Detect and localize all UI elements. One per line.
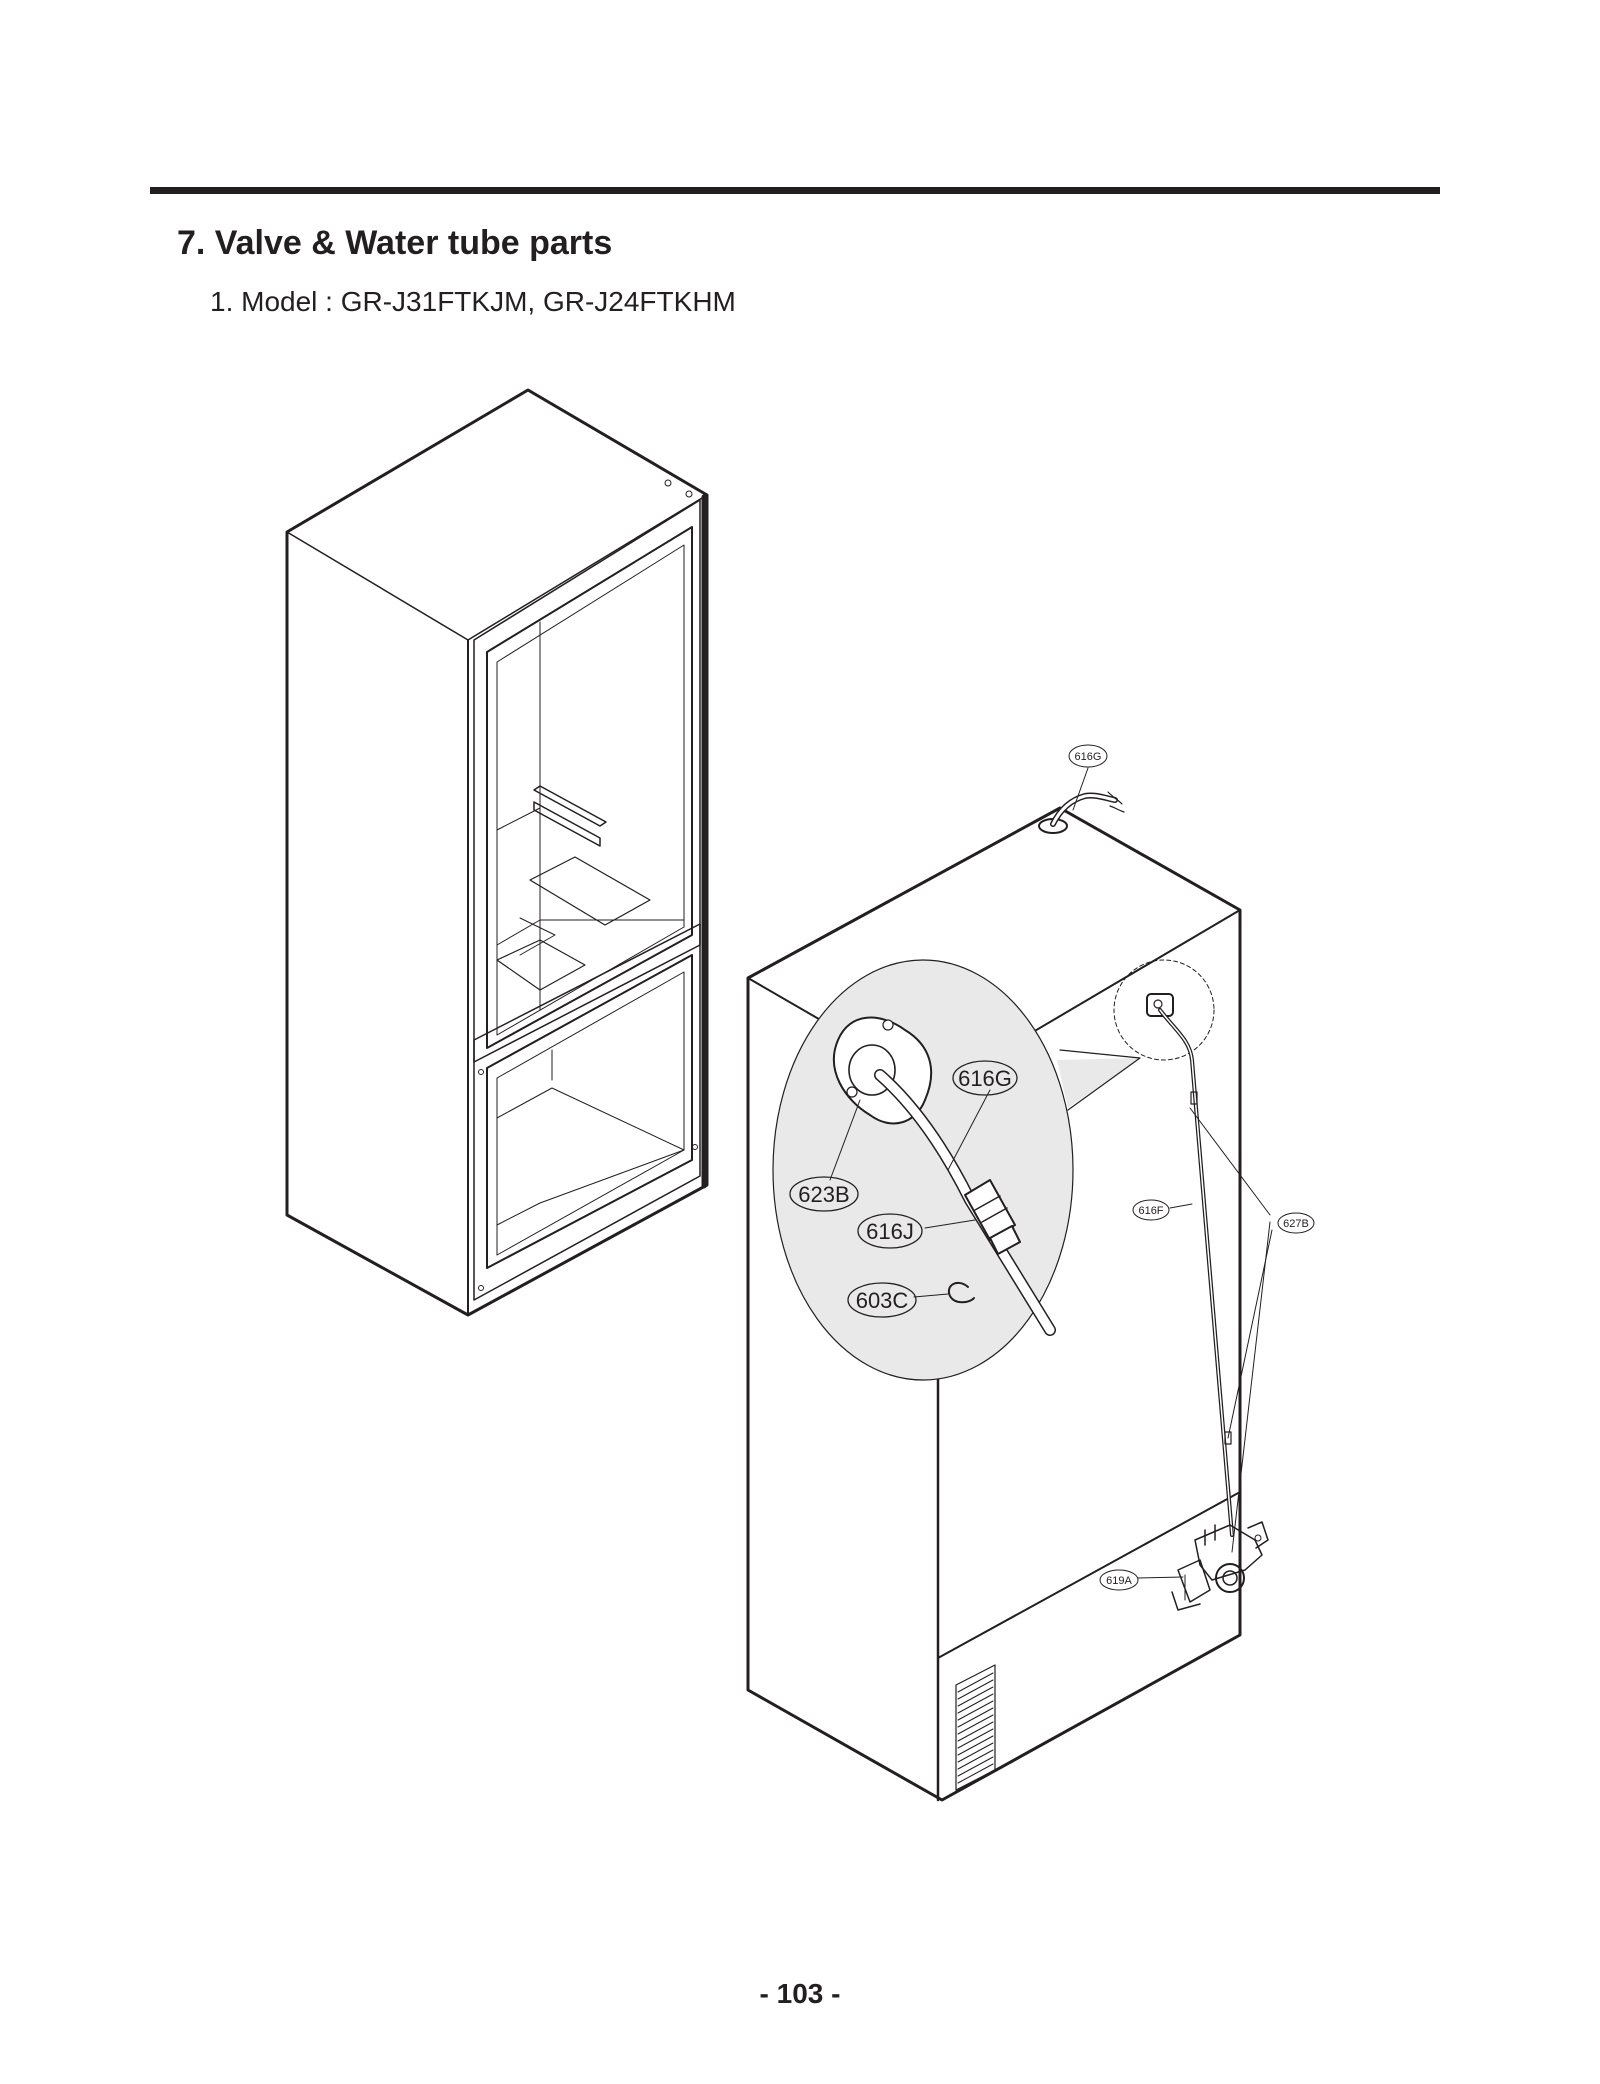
callout-oval-616f (1132, 1199, 1170, 1221)
callout-oval-616j (857, 1213, 923, 1249)
page-number: - 103 - (759, 1978, 841, 2009)
callout-616f: 616F (1138, 1205, 1163, 1217)
callout-616g-top: 616G (1075, 751, 1102, 763)
header-rule (150, 187, 1440, 194)
callout-oval-619a (1099, 1569, 1139, 1591)
callout-603c: 603C (856, 1288, 909, 1313)
callout-oval-616g-top (1068, 744, 1108, 768)
callout-oval-623b (789, 1176, 859, 1212)
callout-oval-616g-detail (952, 1060, 1018, 1096)
callout-619a: 619A (1106, 1575, 1132, 1587)
section-title: 7. Valve & Water tube parts (177, 224, 613, 262)
detail-magnifier-bubble (772, 959, 1141, 1381)
callout-623b: 623B (798, 1182, 849, 1207)
callout-616g-detail: 616G (958, 1066, 1012, 1091)
model-line: 1. Model : GR-J31FTKJM, GR-J24FTKHM (210, 286, 736, 317)
callout-616j: 616J (866, 1219, 914, 1244)
callout-627b: 627B (1283, 1218, 1309, 1230)
callout-oval-603c (847, 1282, 917, 1318)
front-cabinet-drawing (285, 388, 709, 1317)
callout-oval-627b (1277, 1212, 1315, 1234)
